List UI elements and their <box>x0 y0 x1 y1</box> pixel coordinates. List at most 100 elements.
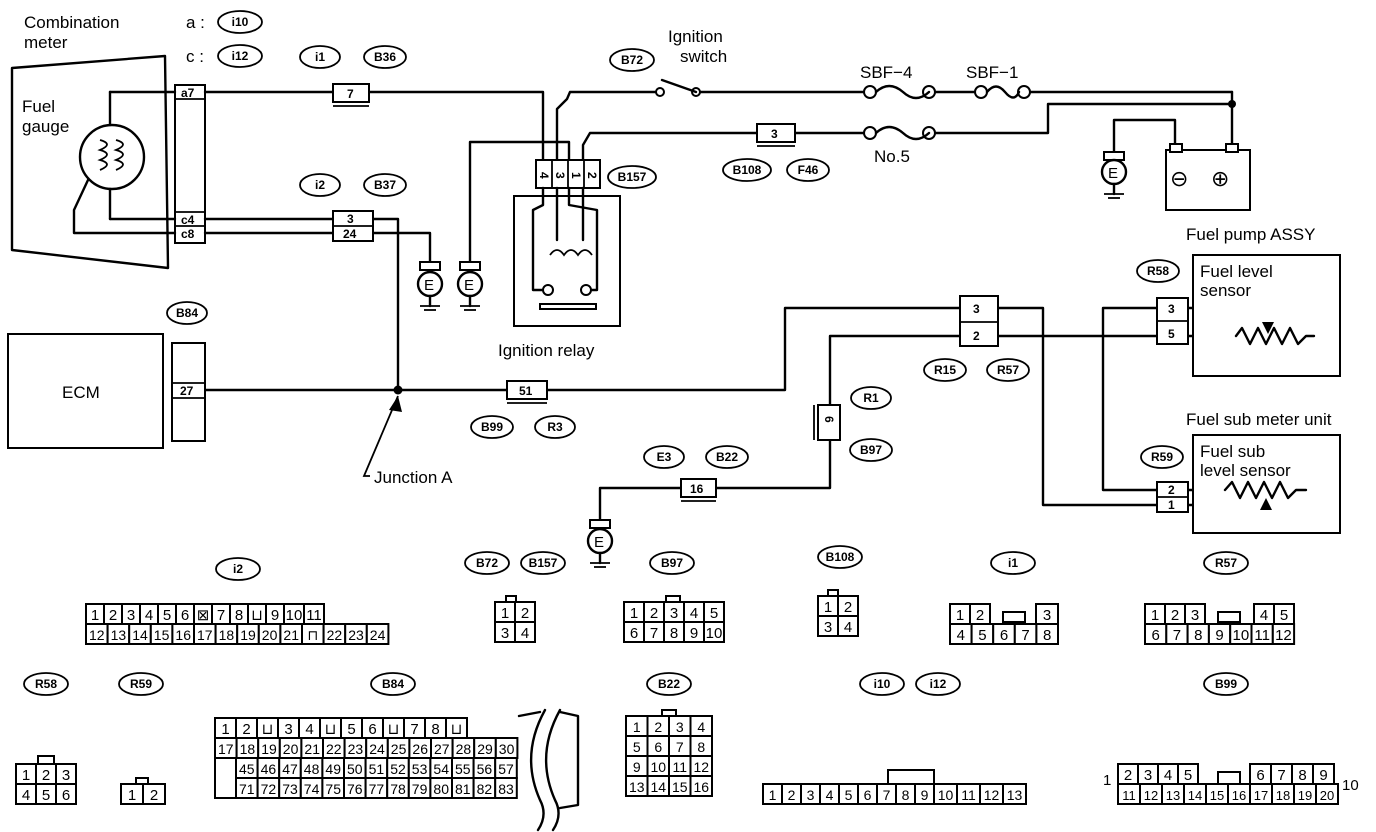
svg-text:13: 13 <box>1166 788 1180 803</box>
face-b99-r1a-pin-3: 5 <box>1177 763 1199 785</box>
face-b22-r3-pin-0: 9 <box>625 755 649 777</box>
face-b108-r1-pin-0: 1 <box>817 595 839 617</box>
face-b97-r2-pin-0: 6 <box>623 621 645 643</box>
tag-i10: i10 <box>217 10 263 34</box>
svg-text:50: 50 <box>347 761 363 777</box>
face-b99-r1b-pin-3: 9 <box>1312 763 1335 785</box>
face-r57-r1a-pin-2: 3 <box>1184 603 1206 625</box>
svg-text:17: 17 <box>1254 788 1268 803</box>
face-r57-r1b-pin-1: 5 <box>1273 603 1295 625</box>
face-i2-r1-pin-11: 10 <box>283 603 305 625</box>
face-b99-r2-pin-2: 13 <box>1161 783 1185 805</box>
svg-text:51: 51 <box>519 384 533 398</box>
svg-text:11: 11 <box>306 607 322 624</box>
svg-text:4: 4 <box>305 721 313 738</box>
svg-text:B108: B108 <box>826 550 855 564</box>
svg-text:11: 11 <box>672 759 687 775</box>
face-b99-r1b-pin-1: 7 <box>1270 763 1293 785</box>
combination-meter-label-2: meter <box>24 33 68 52</box>
face-i10-r1-pin-8: 9 <box>914 783 935 805</box>
svg-text:26: 26 <box>412 741 428 757</box>
svg-text:i10: i10 <box>232 15 249 29</box>
face-b22-r4-pin-1: 14 <box>646 775 670 797</box>
face-b99-pin-left: 1 <box>1103 772 1111 789</box>
svg-text:2: 2 <box>1171 607 1179 624</box>
svg-text:5: 5 <box>978 627 986 644</box>
svg-text:3: 3 <box>62 767 70 784</box>
svg-text:2: 2 <box>109 607 117 624</box>
face-b84-r3-pin-4: 49 <box>321 757 345 779</box>
svg-text:2: 2 <box>242 721 250 738</box>
fuel-level-sensor: Fuel level sensor 3 5 <box>1156 254 1341 377</box>
face-b84-r3-pin-2: 47 <box>278 757 302 779</box>
svg-text:6: 6 <box>822 416 836 423</box>
svg-text:23: 23 <box>348 627 364 643</box>
face-b84-r3-pin-5: 50 <box>343 757 367 779</box>
svg-text:47: 47 <box>282 761 298 777</box>
svg-text:2: 2 <box>973 329 980 343</box>
face-i1-r2-pin-2: 6 <box>992 623 1016 645</box>
svg-text:54: 54 <box>433 761 449 777</box>
face-i10-tag: i10 <box>859 672 905 696</box>
face-b84-r4-pin-10: 81 <box>451 777 475 799</box>
ground-icon-3: E <box>1100 151 1128 199</box>
face-i2-r1-pin-10: 9 <box>265 603 285 625</box>
face-i2-r1-pin-3: 4 <box>139 603 159 625</box>
relay-pin-4: 4 <box>537 172 551 179</box>
face-b84-r2-pin-5: 22 <box>322 737 346 759</box>
svg-text:1: 1 <box>769 787 777 803</box>
face-b22-r1-pin-1: 2 <box>646 715 670 737</box>
face-b99-r1a-pin-2: 4 <box>1157 763 1179 785</box>
svg-text:⊔: ⊔ <box>251 607 263 624</box>
face-b108-tag: B108 <box>817 545 863 569</box>
svg-text:21: 21 <box>304 741 320 757</box>
svg-text:12: 12 <box>1275 627 1292 644</box>
no5-label: No.5 <box>874 147 910 166</box>
svg-text:78: 78 <box>390 781 406 797</box>
svg-text:3: 3 <box>807 787 815 803</box>
face-i1-r1a-pin-1: 2 <box>969 603 991 625</box>
face-b84-blank <box>214 757 237 799</box>
svg-text:22: 22 <box>327 627 343 643</box>
svg-text:3: 3 <box>676 719 684 735</box>
face-r57-r1b-pin-0: 4 <box>1253 603 1275 625</box>
svg-text:i2: i2 <box>233 562 243 576</box>
svg-text:5: 5 <box>347 721 355 738</box>
svg-text:4: 4 <box>826 787 834 803</box>
relay-pin-1: 1 <box>569 172 583 179</box>
svg-text:79: 79 <box>412 781 428 797</box>
face-b84-r3-pin-9: 54 <box>429 757 453 779</box>
svg-text:72: 72 <box>261 781 277 797</box>
svg-text:57: 57 <box>498 761 514 777</box>
face-b22-r4-pin-0: 13 <box>625 775 649 797</box>
face-b84-r3-pin-6: 51 <box>364 757 389 779</box>
svg-text:4: 4 <box>844 619 852 636</box>
svg-text:R58: R58 <box>35 677 57 691</box>
face-b84-r1-pin-10: 8 <box>424 717 447 739</box>
ignition-switch-label-1: Ignition <box>668 27 723 46</box>
svg-text:i12: i12 <box>232 49 249 63</box>
svg-text:8: 8 <box>1298 767 1306 784</box>
svg-text:B22: B22 <box>658 677 680 691</box>
inline-connector-r15-r57: 3 2 <box>959 295 999 347</box>
svg-text:15: 15 <box>154 627 170 643</box>
svg-text:11: 11 <box>961 787 976 803</box>
inline-connector-b99-r3: 51 <box>506 380 548 404</box>
svg-text:18: 18 <box>1276 788 1290 803</box>
svg-text:3: 3 <box>1144 767 1152 784</box>
tag-i12: i12 <box>217 44 263 68</box>
svg-text:3: 3 <box>824 619 832 636</box>
svg-text:52: 52 <box>390 761 406 777</box>
battery-plus: ⊕ <box>1211 166 1229 191</box>
face-b84-r4-pin-3: 74 <box>299 777 324 799</box>
svg-text:2: 2 <box>42 767 50 784</box>
fuse-sbf4 <box>863 84 936 100</box>
face-b97-r2-pin-1: 7 <box>643 621 665 643</box>
face-i2-r1-pin-9: ⊔ <box>247 603 267 625</box>
face-b22-r3-pin-1: 10 <box>646 755 670 777</box>
svg-text:2: 2 <box>521 605 529 622</box>
svg-text:2: 2 <box>650 605 658 622</box>
svg-text:24: 24 <box>369 741 385 757</box>
svg-text:13: 13 <box>111 627 127 643</box>
svg-text:B99: B99 <box>481 420 503 434</box>
